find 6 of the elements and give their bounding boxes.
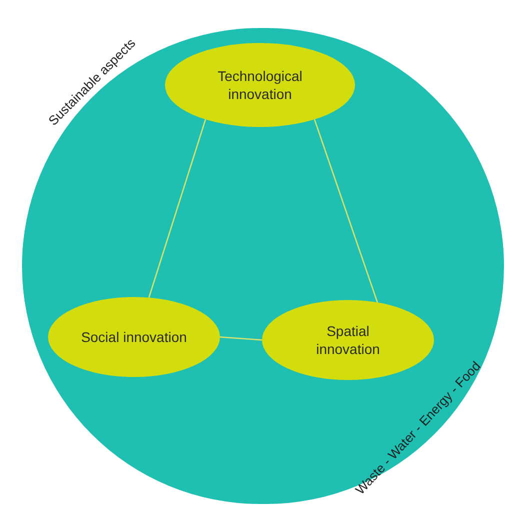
- node-label: Social innovation: [81, 328, 187, 346]
- connector-line: [220, 336, 262, 341]
- node-label: Spatial innovation: [315, 322, 381, 358]
- node-label: Technological innovation: [216, 66, 304, 104]
- connector-line: [148, 119, 206, 298]
- connector-line: [314, 119, 378, 303]
